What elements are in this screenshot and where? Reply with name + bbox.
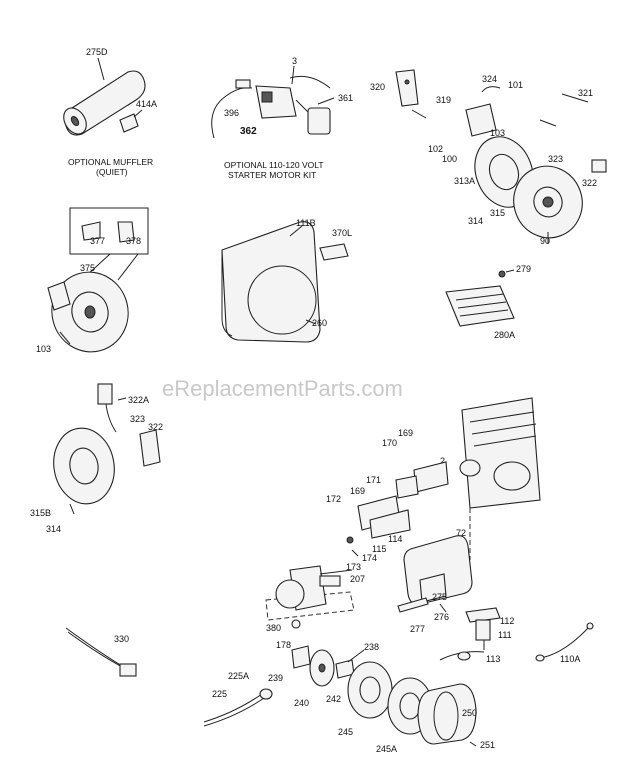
label-319: 319 [436,95,451,105]
muffler-caption-line2: (QUIET) [96,167,128,177]
label-169-top: 169 [398,428,413,438]
label-362: 362 [240,126,257,137]
label-370L: 370L [332,228,352,238]
fuel-shutoff [439,607,501,661]
label-414A: 414A [136,99,157,109]
starter-motor-kit [211,65,335,139]
label-103-top: 103 [490,128,505,138]
label-100: 100 [442,154,457,164]
label-207: 207 [350,574,365,584]
label-72: 72 [456,528,466,538]
rotating-screen [445,269,515,327]
label-101: 101 [508,80,523,90]
label-277: 277 [410,624,425,634]
label-250: 250 [462,708,477,718]
starter-caption-line1: OPTIONAL 110-120 VOLT [224,160,324,170]
label-3: 3 [292,56,297,66]
label-171: 171 [366,475,381,485]
label-315B: 315B [30,508,51,518]
label-314-left: 314 [46,524,61,534]
label-178: 178 [276,640,291,650]
label-251: 251 [480,740,495,750]
label-275: 275 [432,592,447,602]
ground-wire [535,622,594,662]
label-276: 276 [434,612,449,622]
label-330: 330 [114,634,129,644]
starter-caption-line2: STARTER MOTOR KIT [228,170,316,180]
watermark: eReplacementParts.com [162,376,403,401]
optional-muffler [63,57,146,136]
label-321: 321 [578,88,593,98]
engine-block [440,397,541,561]
label-320: 320 [370,82,385,92]
label-323-top: 323 [548,154,563,164]
label-111: 111 [498,630,512,640]
label-103-left: 103 [36,344,51,354]
label-225: 225 [212,689,227,699]
left-alternator-assembly [53,383,161,515]
label-170: 170 [382,438,397,448]
muffler-caption-line1: OPTIONAL MUFFLER [68,157,153,167]
label-361: 361 [338,93,353,103]
label-174: 174 [362,553,377,563]
label-279: 279 [516,264,531,274]
label-113: 113 [486,654,500,664]
label-112: 112 [500,616,514,626]
label-322-top: 322 [582,178,597,188]
label-260: 260 [312,318,327,328]
label-173: 173 [346,562,361,572]
wire-harness [65,627,137,677]
label-378: 378 [126,236,141,246]
label-111B: 111B [296,218,316,228]
label-2: 2 [440,456,445,466]
label-324: 324 [482,74,497,84]
label-110A: 110A [560,654,580,664]
label-242: 242 [326,694,341,704]
blower-housing [221,221,349,343]
label-375: 375 [80,263,95,273]
ignition-flywheel-assembly [395,69,607,244]
label-169-mid: 169 [350,486,365,496]
label-323-left: 323 [130,414,145,424]
left-ignition-module [47,207,149,353]
label-90: 90 [540,236,550,246]
label-225A: 225A [228,671,249,681]
muffler-standard [397,535,473,613]
intake-gaskets [346,461,449,557]
breather-tube [203,688,273,727]
label-280A: 280A [494,330,515,340]
label-275D: 275D [86,47,108,57]
label-238: 238 [364,642,379,652]
label-245A: 245A [376,744,397,754]
carburetor [265,565,355,629]
label-245: 245 [338,727,353,737]
label-314-top: 314 [468,216,483,226]
label-172: 172 [326,494,341,504]
label-380: 380 [266,623,281,633]
label-322A: 322A [128,395,149,405]
label-102: 102 [428,144,443,154]
air-cleaner [291,645,477,747]
label-315: 315 [490,208,505,218]
label-240: 240 [294,698,309,708]
label-239: 239 [268,673,283,683]
label-377: 377 [90,236,105,246]
label-115: 115 [372,544,386,554]
label-396: 396 [224,108,239,118]
label-322-left: 322 [148,422,163,432]
label-313A: 313A [454,176,475,186]
label-114: 114 [388,534,402,544]
